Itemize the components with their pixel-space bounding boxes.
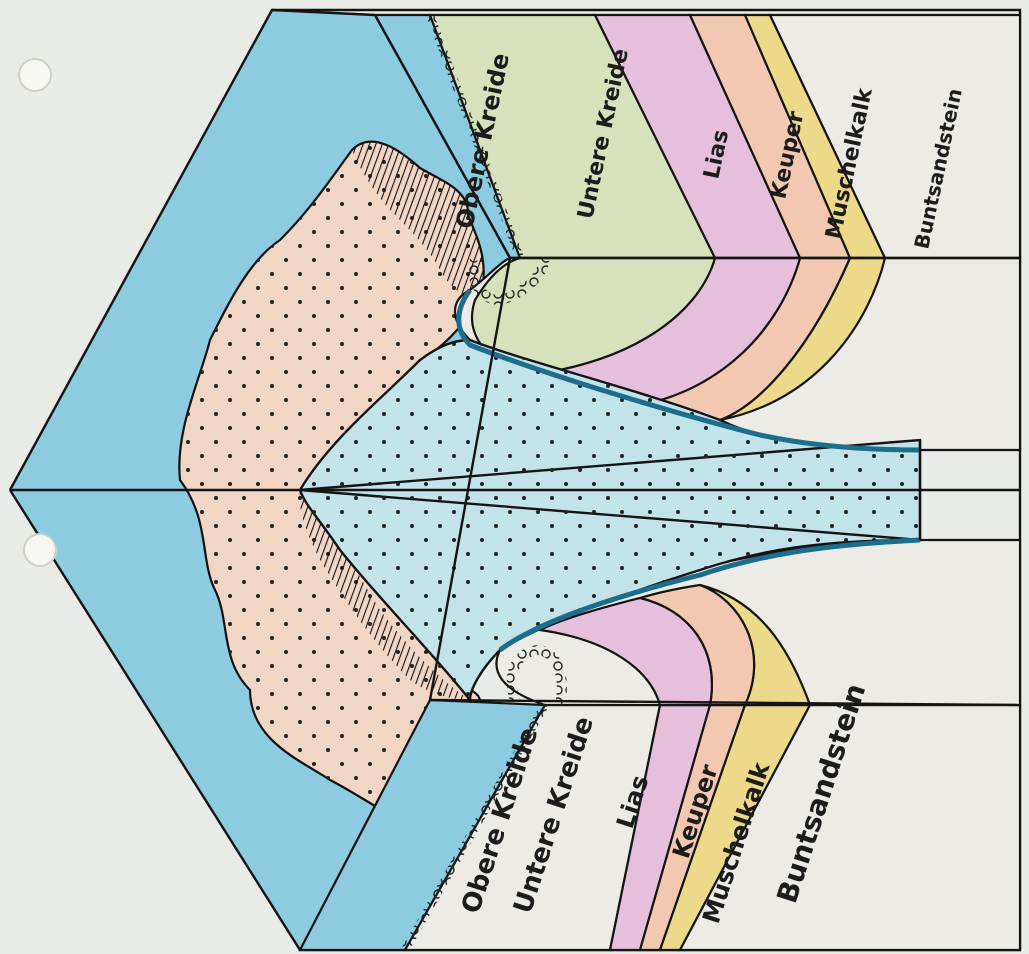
- binder-hole-bottom: [24, 534, 56, 566]
- binder-hole-top: [19, 59, 51, 91]
